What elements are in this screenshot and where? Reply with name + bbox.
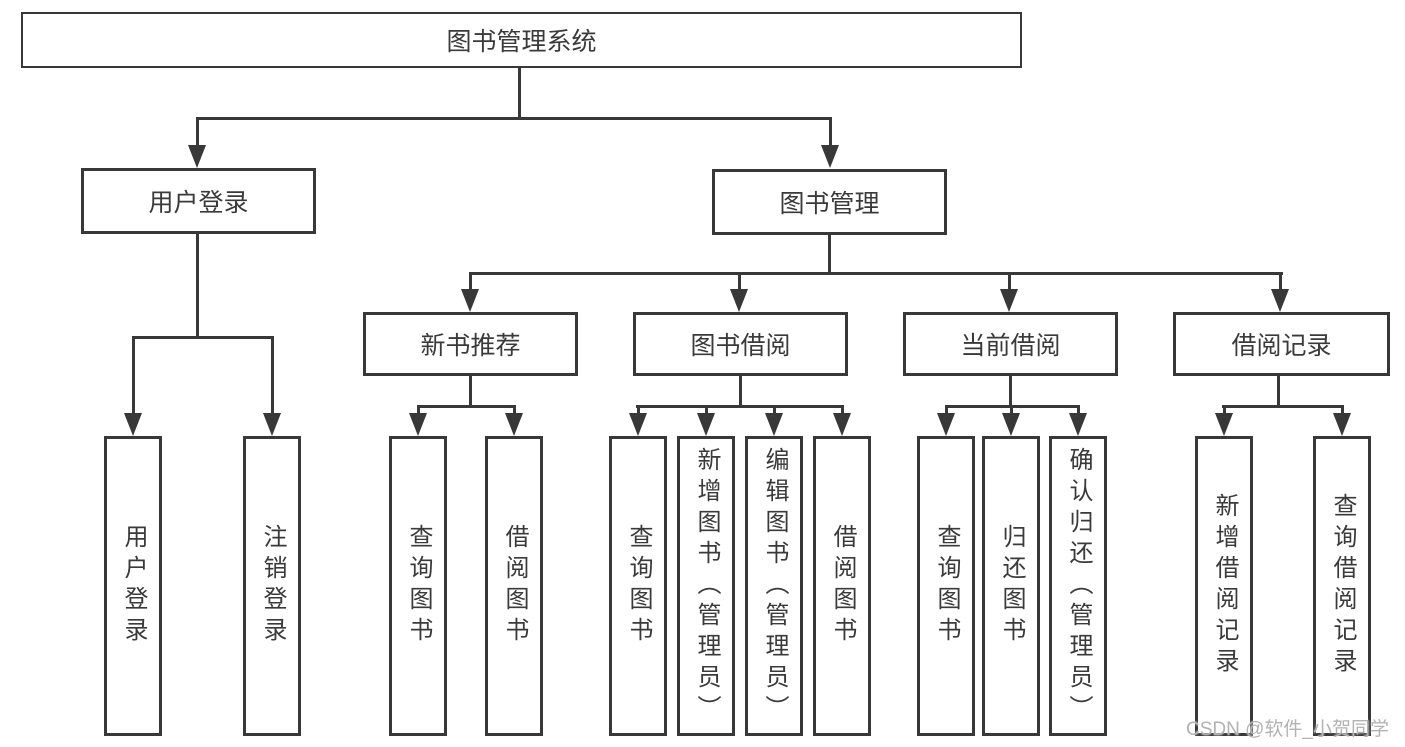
leaf-confirm-return-admin: 确认归还（管理员） (1049, 436, 1107, 736)
connector (945, 405, 948, 417)
leaf-borrow-books: 借阅图书 (813, 436, 871, 736)
node-book-borrow-label: 图书借阅 (690, 332, 791, 360)
arrowhead-icon (1000, 289, 1018, 312)
connector (1279, 272, 1282, 292)
leaf-query-books-recommend-label: 查询图书 (405, 524, 432, 648)
connector (469, 376, 472, 408)
leaf-edit-book-admin-label: 编辑图书（管理员） (761, 446, 788, 726)
leaf-logout-label: 注销登录 (259, 524, 286, 648)
node-new-book-recommend-label: 新书推荐 (420, 332, 521, 360)
connector (773, 405, 776, 417)
arrowhead-icon (765, 413, 783, 436)
leaf-return-books-label: 归还图书 (998, 524, 1025, 648)
connector (637, 405, 640, 417)
connector (196, 117, 832, 120)
arrowhead-icon (1215, 413, 1233, 436)
connector (132, 336, 135, 415)
arrowhead-icon (505, 413, 523, 436)
node-book-borrow: 图书借阅 (633, 312, 848, 376)
arrowhead-icon (124, 413, 142, 436)
connector (1010, 405, 1013, 417)
connector (1223, 405, 1226, 417)
arrowhead-icon (1002, 413, 1020, 436)
leaf-query-borrow-record-label: 查询借阅记录 (1329, 493, 1356, 679)
node-new-book-recommend: 新书推荐 (363, 312, 578, 376)
node-borrow-records-label: 借阅记录 (1231, 332, 1332, 360)
leaf-borrow-books-label: 借阅图书 (829, 524, 856, 648)
leaf-add-borrow-record-label: 新增借阅记录 (1211, 493, 1238, 679)
connector (829, 117, 832, 150)
arrowhead-icon (461, 289, 479, 312)
connector (132, 336, 274, 339)
connector (518, 68, 521, 120)
connector (1222, 405, 1344, 408)
leaf-add-book-admin: 新增图书（管理员） (677, 436, 735, 736)
leaf-query-books-borrow-label: 查询图书 (625, 524, 652, 648)
arrowhead-icon (188, 145, 206, 168)
connector (841, 405, 844, 417)
connector (1077, 405, 1080, 417)
connector (417, 405, 516, 408)
arrowhead-icon (629, 413, 647, 436)
connector (1008, 272, 1011, 292)
leaf-borrow-books-recommend-label: 借阅图书 (501, 524, 528, 648)
connector (417, 405, 420, 417)
arrowhead-icon (821, 145, 839, 168)
arrowhead-icon (937, 413, 955, 436)
leaf-query-books-recommend: 查询图书 (389, 436, 447, 736)
connector (271, 336, 274, 415)
leaf-user-login-label: 用户登录 (120, 524, 147, 648)
leaf-add-borrow-record: 新增借阅记录 (1195, 436, 1253, 736)
connector (196, 117, 199, 150)
arrowhead-icon (730, 289, 748, 312)
connector (513, 405, 516, 417)
node-library-system: 图书管理系统 (21, 12, 1022, 68)
node-book-management: 图书管理 (712, 169, 947, 235)
arrowhead-icon (409, 413, 427, 436)
leaf-user-login: 用户登录 (104, 436, 162, 736)
node-borrow-records: 借阅记录 (1173, 312, 1390, 376)
node-book-management-label: 图书管理 (779, 190, 880, 218)
leaf-query-books-borrow: 查询图书 (609, 436, 667, 736)
arrowhead-icon (833, 413, 851, 436)
connector (1277, 376, 1280, 408)
connector (705, 405, 708, 417)
watermark-text: CSDN @软件_小贺同学 (1186, 719, 1389, 740)
arrowhead-icon (697, 413, 715, 436)
leaf-query-books-current-label: 查询图书 (933, 524, 960, 648)
arrowhead-icon (1333, 413, 1351, 436)
leaf-query-borrow-record: 查询借阅记录 (1313, 436, 1371, 736)
connector (636, 405, 844, 408)
connector (1341, 405, 1344, 417)
connector (828, 235, 831, 275)
node-user-login: 用户登录 (81, 168, 316, 234)
connector (469, 272, 472, 292)
leaf-return-books: 归还图书 (982, 436, 1040, 736)
leaf-query-books-current: 查询图书 (917, 436, 975, 736)
connector (1009, 376, 1012, 408)
leaf-confirm-return-admin-label: 确认归还（管理员） (1065, 446, 1092, 726)
connector (739, 376, 742, 408)
connector (196, 234, 199, 339)
node-current-borrow: 当前借阅 (903, 312, 1118, 376)
arrowhead-icon (263, 413, 281, 436)
arrowhead-icon (1271, 289, 1289, 312)
leaf-borrow-books-recommend: 借阅图书 (485, 436, 543, 736)
arrowhead-icon (1069, 413, 1087, 436)
connector (738, 272, 741, 292)
connector (469, 272, 1283, 275)
node-current-borrow-label: 当前借阅 (960, 332, 1061, 360)
node-user-login-label: 用户登录 (148, 189, 249, 217)
leaf-logout: 注销登录 (243, 436, 301, 736)
node-library-system-label: 图书管理系统 (446, 28, 597, 56)
leaf-add-book-admin-label: 新增图书（管理员） (693, 446, 720, 726)
leaf-edit-book-admin: 编辑图书（管理员） (745, 436, 803, 736)
